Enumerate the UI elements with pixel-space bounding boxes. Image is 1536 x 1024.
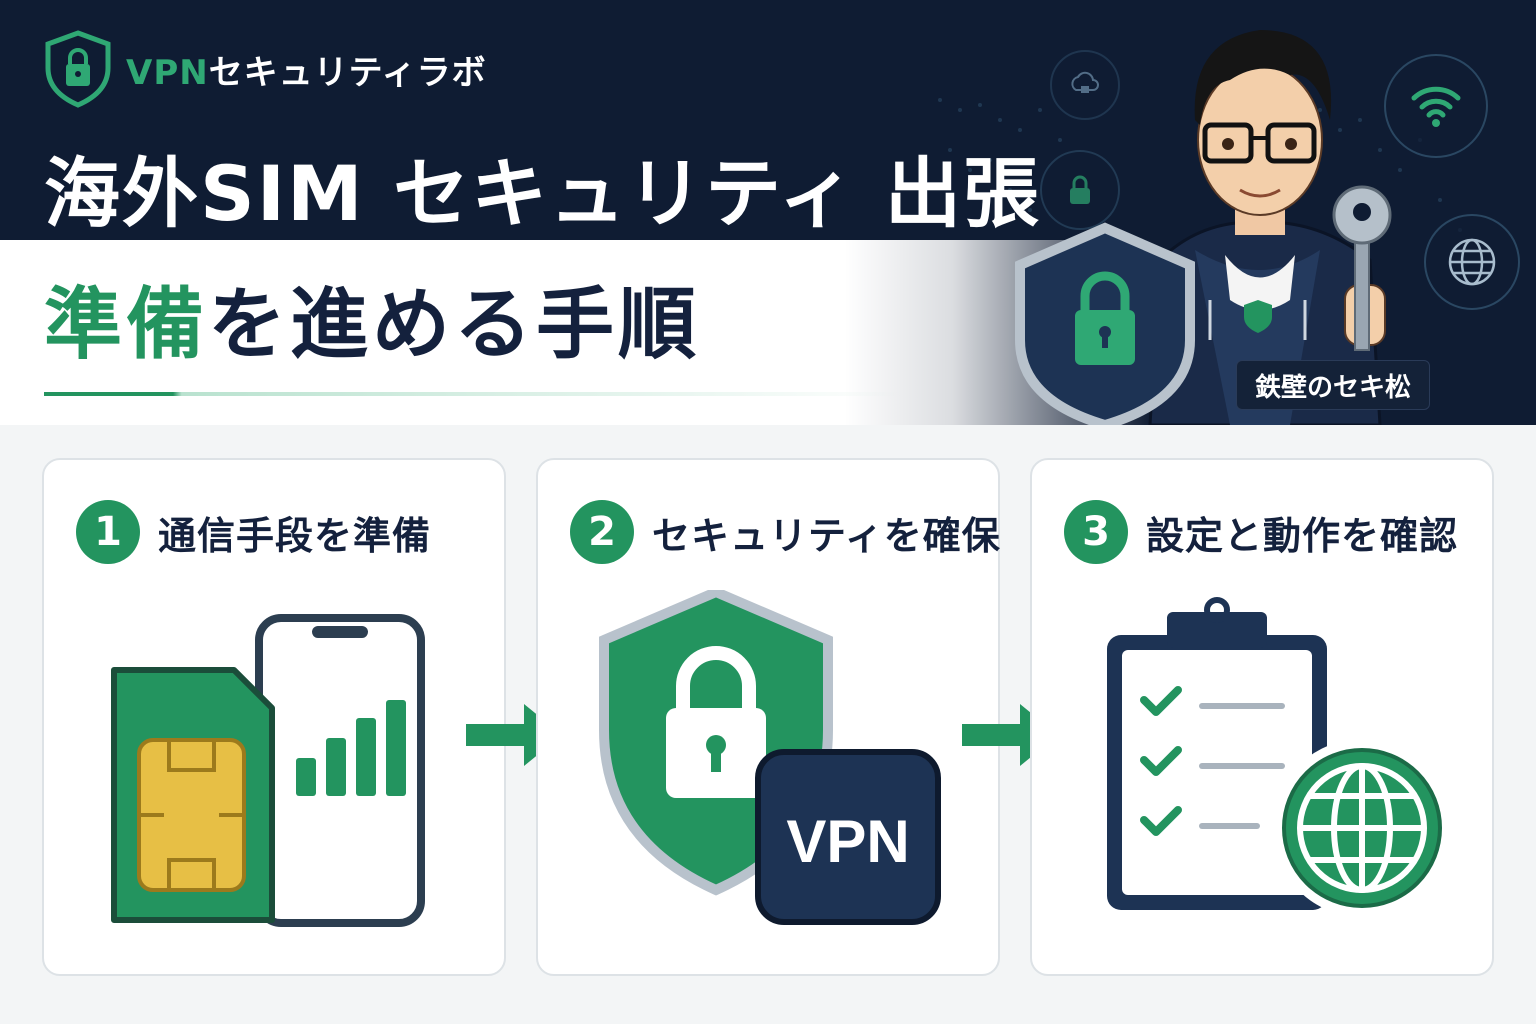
shield-lock-icon <box>45 30 111 108</box>
step-label-3: 設定と動作を確認 <box>1146 513 1459 558</box>
padlock-icon <box>1070 175 1090 204</box>
step-number-2: 2 <box>570 500 634 564</box>
wifi-ring <box>1384 54 1488 158</box>
lock-ring-left <box>1040 150 1120 230</box>
step-number-3: 3 <box>1064 500 1128 564</box>
headline-underline <box>44 392 904 396</box>
globe-icon <box>1273 739 1451 917</box>
headline-rest: を進める手順 <box>208 280 701 370</box>
sim-phone-illustration <box>111 614 425 927</box>
brand-suffix: セキュリティラボ <box>208 52 487 93</box>
brand-name: VPNセキュリティラボ <box>126 45 487 94</box>
step-header-3: 3 設定と動作を確認 <box>1064 500 1458 564</box>
headline-highlight: 準備 <box>44 280 209 370</box>
brand-prefix: VPN <box>126 52 209 93</box>
step-label-1: 通信手段を準備 <box>158 513 432 558</box>
step-number-1: 1 <box>76 500 140 564</box>
checklist-globe-illustration <box>1107 597 1451 917</box>
step-card-2: 2 セキュリティを確保 VPN <box>536 458 1000 976</box>
vpn-tile-text: VPN <box>786 808 909 875</box>
step-header-1: 1 通信手段を準備 <box>76 500 431 564</box>
shield-vpn-illustration: VPN <box>599 590 941 925</box>
character-name-badge: 鉄壁のセキ松 <box>1236 360 1431 410</box>
step-header-2: 2 セキュリティを確保 <box>570 500 1001 564</box>
cloud-lock-icon <box>1071 71 1099 93</box>
wifi-icon <box>1411 86 1461 127</box>
cloud-lock-ring <box>1050 50 1120 120</box>
headline-line-2: 準備を進める手順 <box>44 262 700 374</box>
headline-line-1: 海外SIM セキュリティ 出張 <box>44 149 1042 238</box>
step-label-2: セキュリティを確保 <box>652 513 1001 558</box>
globe-icon <box>1448 238 1496 286</box>
hero-banner: VPNセキュリティラボ 海外SIM セキュリティ 出張 準備を進める手順 鉄壁の… <box>0 0 1536 425</box>
brand-logo[interactable]: VPNセキュリティラボ <box>44 30 487 108</box>
step-card-3: 3 設定と動作を確認 <box>1030 458 1494 976</box>
globe-ring-hero <box>1424 214 1520 310</box>
step-card-1: 1 通信手段を準備 <box>42 458 506 976</box>
mascot-character <box>1015 30 1392 425</box>
